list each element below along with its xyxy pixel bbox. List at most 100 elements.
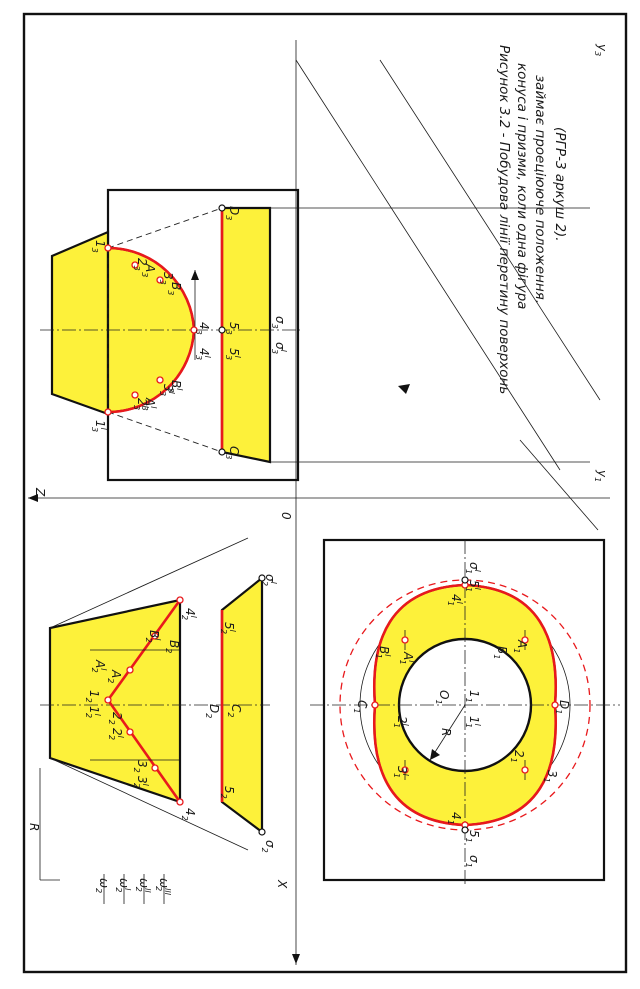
side-label-7: 43: [194, 322, 211, 335]
top-label-19: σI1: [464, 562, 482, 574]
arrow-head-icon: [430, 749, 440, 760]
point: [190, 326, 198, 334]
sheet-frame: [22, 12, 628, 974]
z-axis-label: Z: [33, 487, 47, 497]
top-label-16: D1: [554, 700, 571, 714]
y1-axis-label: y1: [593, 469, 609, 482]
side-label-11: A3: [140, 263, 157, 277]
point: [176, 596, 184, 604]
top-label-14: BI1: [374, 646, 392, 659]
construction-line: [379, 59, 601, 401]
top-label-10: 5I1: [464, 580, 482, 592]
y3-axis-label: y3: [593, 43, 609, 56]
point: [176, 798, 184, 806]
top-label-1: 11: [464, 690, 481, 703]
point: [401, 636, 409, 644]
top-label-6: 3I1: [392, 766, 410, 778]
top-label-15: C1: [352, 700, 369, 713]
side-view: [40, 188, 300, 482]
x-axis-label: X: [275, 879, 289, 889]
x-arrow-icon: [292, 954, 300, 964]
top-label-8: 4I1: [446, 594, 464, 606]
side-label-4: 2I3: [132, 398, 150, 410]
top-label-4: 2I1: [392, 716, 410, 728]
top-label-2: 1I1: [464, 716, 482, 728]
side-label-5: 33: [158, 272, 175, 285]
front-label-4: 22: [107, 712, 124, 725]
side-label-9: 53: [224, 322, 241, 335]
point: [521, 636, 529, 644]
caption-line-2: конуса і призми, коли одна фігура: [514, 63, 530, 309]
front-label-10: 5I2: [219, 622, 237, 634]
front-label-2: 12: [84, 690, 101, 703]
point: [131, 261, 139, 269]
front-label-13: B2: [164, 640, 181, 653]
point: [461, 576, 469, 584]
side-label-10: 5I3: [224, 348, 242, 360]
point: [218, 326, 226, 334]
point: [126, 728, 134, 736]
construction-lines: [270, 59, 601, 531]
point: [104, 408, 112, 416]
top-label-3: 21: [509, 750, 526, 763]
front-label-18: σI2: [260, 574, 278, 586]
legend-plane-3: ωII2: [134, 878, 152, 893]
point: [551, 701, 559, 709]
side-label-14: BI3: [166, 380, 184, 393]
legend-plane-2: ωI2: [114, 878, 132, 893]
front-label-11: A2: [106, 669, 123, 683]
point: [151, 764, 159, 772]
point: [461, 826, 469, 834]
point: [218, 204, 226, 212]
front-label-6: 32: [132, 760, 149, 773]
side-label-17: σ3: [270, 316, 287, 329]
cone-generatrix-lower: [49, 757, 249, 851]
point: [258, 828, 266, 836]
prism-side-shape: [220, 206, 272, 464]
side-label-16: D3: [224, 206, 241, 220]
front-label-3: 2I2: [107, 728, 125, 740]
radius-label-top: R: [439, 728, 453, 736]
point: [156, 376, 164, 384]
cone-generatrix-upper: [49, 537, 249, 629]
front-label-12: AI2: [90, 659, 108, 673]
point: [218, 448, 226, 456]
z-arrow-icon: [28, 494, 38, 502]
coordinate-axes: Z X 0 y1 y3: [28, 40, 610, 965]
point: [104, 696, 112, 704]
construction-line: [519, 439, 599, 531]
top-label-17: O1: [434, 690, 451, 705]
legend-plane-4: ωIII2: [154, 878, 172, 896]
top-label-5: 31: [542, 770, 559, 783]
caption-block: Рисунок 3.2 - Побудова лінії перетину по…: [496, 45, 568, 394]
top-label-18: σ1: [464, 855, 481, 868]
hidden-line: [107, 411, 223, 453]
side-label-1: 13: [90, 240, 107, 253]
top-view: [310, 538, 620, 885]
top-label-12: AI1: [398, 651, 416, 665]
point: [521, 766, 529, 774]
side-label-15: C3: [224, 446, 241, 459]
top-label-9: 51: [464, 830, 481, 843]
point-labels: 1I2122I2223I232424I2525I2A2AI2B2BI2C2D2σ…: [84, 206, 571, 868]
prism-top-outline: [322, 538, 606, 882]
radius-arrow-top: [429, 704, 466, 761]
side-label-6: 3I3: [158, 384, 176, 396]
side-label-18: σI3: [270, 342, 288, 354]
radius-label-front: R: [27, 823, 41, 831]
top-label-7: 41: [446, 812, 463, 825]
top-label-13: B1: [492, 646, 509, 659]
point: [151, 632, 159, 640]
front-label-7: 42: [180, 808, 197, 821]
construction-line: [295, 59, 561, 471]
point: [104, 244, 112, 252]
caption-line-3: займає проеціююче положення.: [532, 75, 548, 304]
hidden-line: [107, 207, 223, 249]
front-view: R: [27, 537, 270, 881]
cone-side-shape: [50, 230, 110, 416]
point: [371, 701, 379, 709]
front-label-1: 1I2: [84, 706, 102, 718]
